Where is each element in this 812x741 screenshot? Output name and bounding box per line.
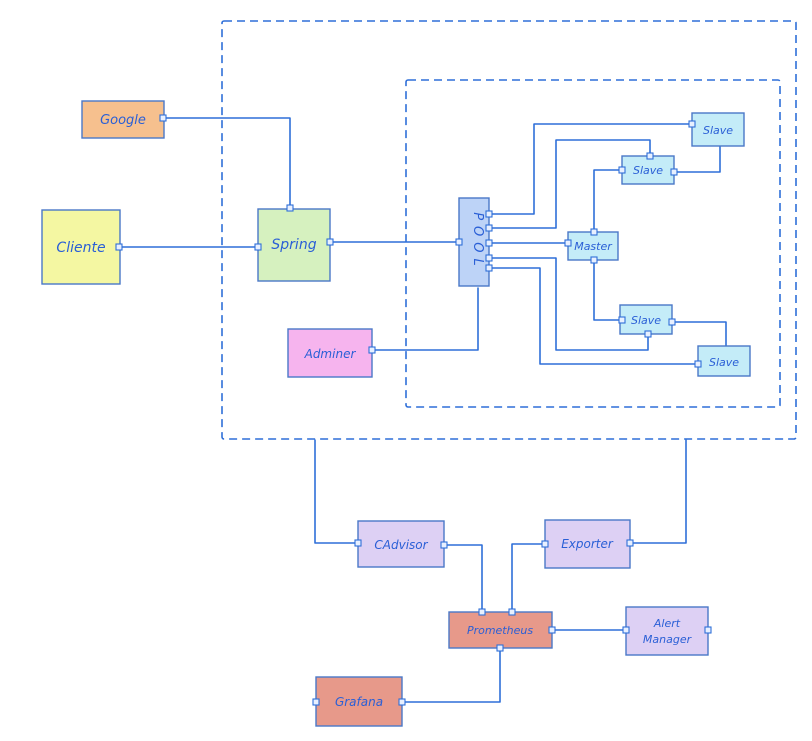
node-adminer-label: Adminer	[304, 347, 357, 361]
node-alert-manager[interactable]: Alert Manager	[625, 606, 709, 656]
port	[440, 541, 448, 549]
port	[485, 224, 493, 232]
edges	[119, 117, 727, 703]
node-slave-2[interactable]: Slave	[621, 155, 675, 185]
edge-pool-slave4	[488, 267, 699, 365]
node-adminer[interactable]: Adminer	[287, 328, 373, 378]
node-alert-manager-label-line1: Alert	[653, 617, 681, 630]
node-pool[interactable]: POOL	[458, 197, 490, 287]
node-exporter-label: Exporter	[561, 537, 614, 551]
node-slave-1[interactable]: Slave	[691, 112, 745, 147]
port	[326, 238, 334, 246]
node-slave-4-label: Slave	[709, 356, 739, 369]
port	[496, 644, 504, 652]
node-grafana-box	[315, 676, 403, 727]
node-google[interactable]: Google	[81, 100, 165, 139]
port	[618, 316, 626, 324]
port	[646, 152, 654, 160]
node-google-label: Google	[100, 113, 146, 128]
port	[688, 120, 696, 128]
node-slave-3-label: Slave	[631, 314, 661, 327]
edge-pool-slave1	[488, 123, 693, 215]
port	[312, 698, 320, 706]
port	[115, 243, 123, 251]
port	[286, 204, 294, 212]
node-spring-label: Spring	[271, 237, 316, 253]
port	[548, 626, 556, 634]
port	[670, 168, 678, 176]
node-slave-4-box	[697, 345, 751, 377]
port	[644, 330, 652, 338]
port	[485, 254, 493, 262]
node-cadvisor-label: CAdvisor	[374, 538, 428, 552]
port	[590, 256, 598, 264]
port	[478, 608, 486, 616]
port	[455, 238, 463, 246]
port	[368, 346, 376, 354]
node-master[interactable]: Master	[567, 231, 619, 261]
port	[626, 539, 634, 547]
node-alert-manager-label-line2: Manager	[643, 633, 693, 646]
port	[541, 540, 549, 548]
node-grafana[interactable]: Grafana	[315, 676, 403, 727]
edge-exporter-prometheus	[511, 543, 546, 613]
node-prometheus-box	[448, 611, 553, 649]
node-prometheus[interactable]: Prometheus	[448, 611, 553, 649]
node-cliente[interactable]: Cliente	[41, 209, 121, 285]
port	[704, 626, 712, 634]
edge-cadvisor-prometheus	[443, 544, 483, 613]
node-cadvisor-box	[357, 520, 445, 568]
edge-slave2-slave1	[673, 145, 721, 173]
edge-slave3-slave4	[671, 321, 727, 347]
edge-host-exporter	[629, 439, 687, 544]
port	[668, 318, 676, 326]
port	[254, 243, 262, 251]
database-cluster-group	[405, 79, 781, 408]
connection-ports	[115, 114, 712, 706]
node-cliente-label: Cliente	[56, 240, 105, 256]
node-grafana-label: Grafana	[335, 695, 383, 709]
port	[622, 626, 630, 634]
edge-pool-slave2	[488, 139, 651, 229]
node-alert-manager-box	[625, 606, 709, 656]
node-adminer-box	[287, 328, 373, 378]
edge-adminer-pool	[371, 287, 479, 351]
port	[618, 166, 626, 174]
node-slave-4[interactable]: Slave	[697, 345, 751, 377]
port	[508, 608, 516, 616]
edge-master-slave3	[593, 259, 623, 321]
node-slave-2-label: Slave	[633, 164, 663, 177]
node-exporter[interactable]: Exporter	[544, 519, 631, 569]
port	[398, 698, 406, 706]
node-prometheus-label: Prometheus	[467, 624, 533, 637]
port	[485, 264, 493, 272]
port	[354, 539, 362, 547]
node-google-box	[81, 100, 165, 139]
node-spring[interactable]: Spring	[257, 208, 331, 282]
port	[485, 210, 493, 218]
port	[590, 228, 598, 236]
docker-host-group	[221, 20, 797, 440]
edge-google-spring	[163, 117, 291, 209]
node-master-label: Master	[574, 240, 613, 253]
port	[159, 114, 167, 122]
node-cadvisor[interactable]: CAdvisor	[357, 520, 445, 568]
edge-prometheus-grafana	[401, 647, 501, 703]
node-slave-3[interactable]: Slave	[619, 304, 673, 335]
node-slave-1-label: Slave	[703, 124, 733, 137]
port	[485, 239, 493, 247]
edge-master-slave2	[593, 169, 623, 233]
edge-host-cadvisor	[314, 439, 359, 544]
port	[564, 239, 572, 247]
port	[694, 360, 702, 368]
node-slave-1-box	[691, 112, 745, 147]
node-cliente-box	[41, 209, 121, 285]
node-pool-label: POOL	[470, 212, 485, 272]
edge-pool-slave3	[488, 257, 649, 351]
